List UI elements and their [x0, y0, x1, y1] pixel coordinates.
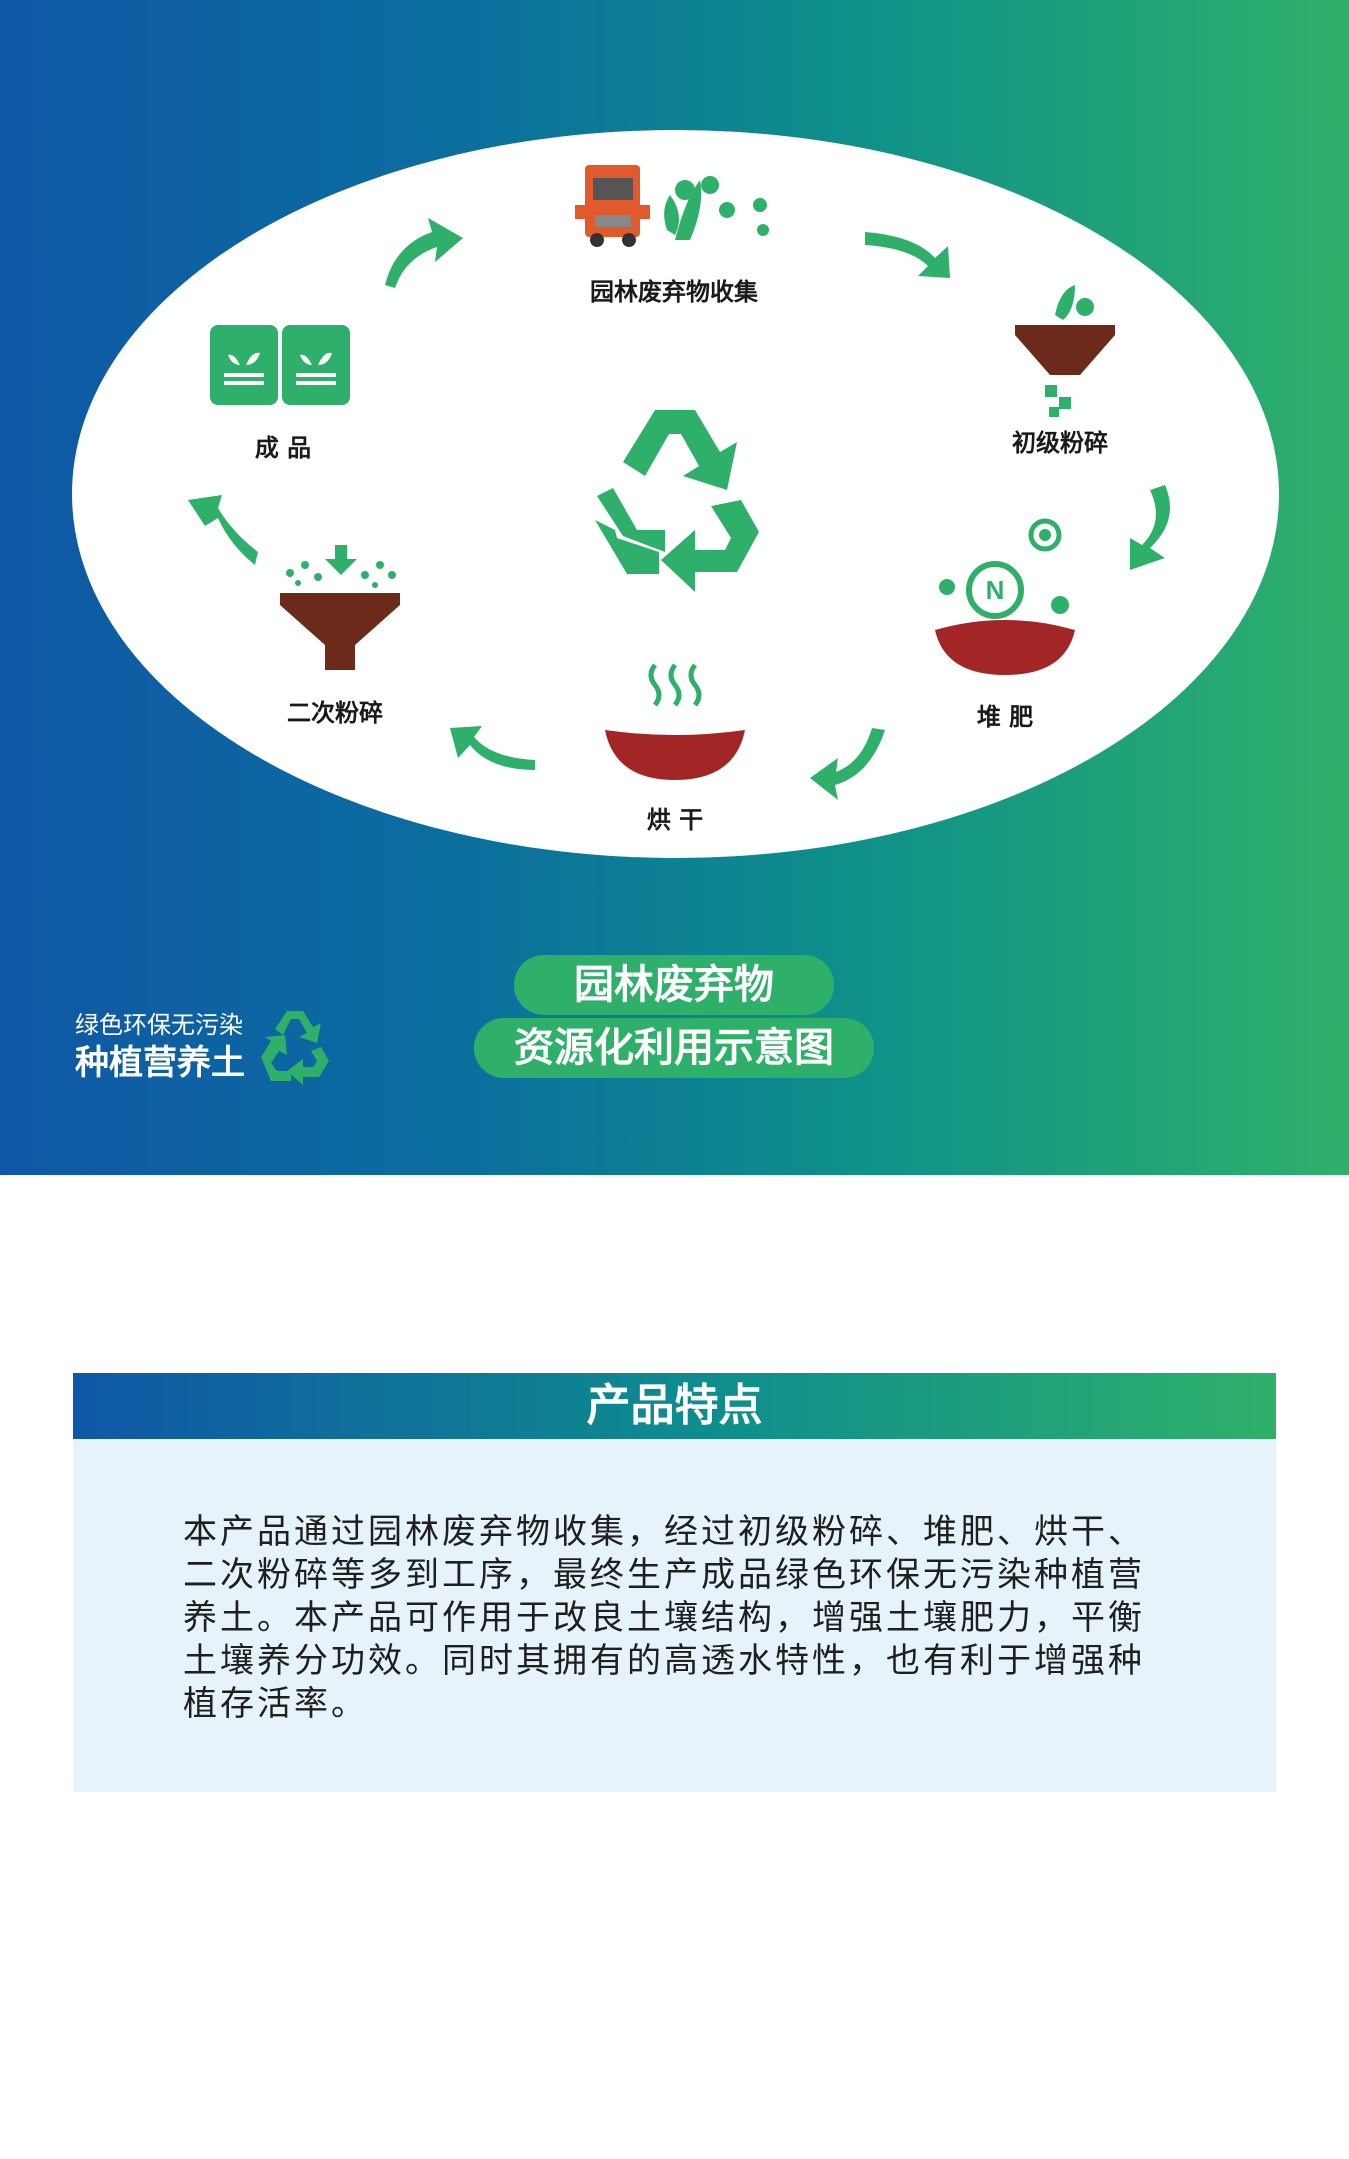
step-label-primary-crush: 初级粉碎	[1012, 429, 1108, 457]
step-label-compost: 堆 肥	[976, 703, 1034, 731]
features-description: 本产品通过园林废弃物收集，经过初级粉碎、堆肥、烘干、二次粉碎等多到工序，最终生产…	[183, 1512, 1145, 1724]
brand-product: 种植营养土	[75, 1043, 245, 1083]
compost-bowl-icon: N	[935, 518, 1075, 675]
arrow-3	[810, 728, 885, 800]
crusher-funnel-icon	[1015, 285, 1115, 417]
step-label-secondary-crush: 二次粉碎	[287, 699, 383, 727]
step-label-product: 成 品	[254, 434, 312, 462]
features-panel: 本产品通过园林废弃物收集，经过初级粉碎、堆肥、烘干、二次粉碎等多到工序，最终生产…	[73, 1439, 1276, 1792]
secondary-funnel-icon	[280, 545, 400, 670]
diagram-title-line1: 园林废弃物	[514, 955, 834, 1015]
recycle-icon	[595, 410, 759, 592]
arrow-5	[188, 495, 258, 565]
features-heading: 产品特点	[73, 1373, 1276, 1439]
step-label-drying: 烘 干	[646, 806, 704, 834]
drying-bowl-icon	[605, 663, 745, 780]
arrow-1	[865, 232, 950, 278]
arrow-6	[385, 218, 463, 288]
product-bags-icon	[210, 325, 350, 405]
flow-arrows	[188, 218, 1170, 800]
truck-plants-icon	[575, 165, 769, 247]
hero-banner: N	[0, 0, 1349, 1175]
svg-text:N: N	[986, 575, 1005, 605]
arrow-2	[1130, 485, 1170, 570]
arrow-4	[450, 726, 535, 770]
brand-slogan: 绿色环保无污染	[75, 1011, 243, 1039]
brand-recycle-icon	[261, 1011, 329, 1085]
diagram-title-line2: 资源化利用示意图	[474, 1018, 874, 1078]
step-label-collection: 园林废弃物收集	[590, 278, 758, 306]
process-diagram: N	[188, 165, 1170, 800]
